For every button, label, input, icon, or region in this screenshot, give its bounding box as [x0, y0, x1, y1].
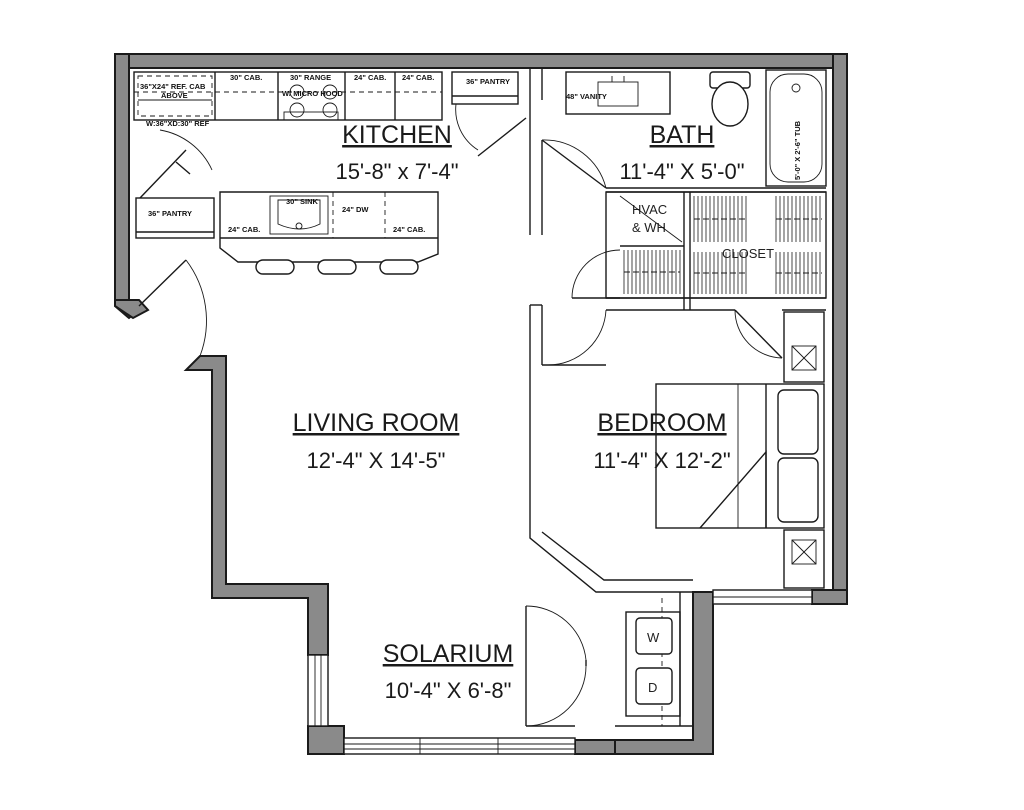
kitchen-name: KITCHEN	[342, 121, 452, 149]
island-cab-left-label: 24" CAB.	[228, 225, 260, 234]
solarium-french-doors[interactable]	[525, 605, 587, 727]
vanity-label: 48" VANITY	[566, 92, 607, 101]
entry-door[interactable]	[138, 259, 207, 357]
range-hood-label: W/ MICRO HOOD	[282, 89, 343, 98]
wh-label: & WH	[632, 220, 666, 235]
linen-closet-door[interactable]	[571, 249, 621, 299]
bath-name: BATH	[650, 121, 715, 149]
solarium-window-left	[307, 654, 329, 727]
solarium-name: SOLARIUM	[383, 640, 514, 668]
hvac-label: HVAC	[632, 202, 667, 217]
tub-label: 5'-0" X 2'-6" TUB	[793, 120, 802, 180]
kitchen-base-cabinets	[133, 71, 443, 121]
ref-cab-label: 36"X24" REF. CAB	[140, 82, 206, 91]
living-room-name: LIVING ROOM	[293, 409, 460, 437]
kitchen-island	[219, 191, 439, 275]
bath-door[interactable]	[541, 139, 607, 189]
pantry-left-label: 36" PANTRY	[148, 209, 192, 218]
solarium-dims: 10'-4" X 6'-8"	[385, 678, 512, 703]
pantry-top	[451, 71, 527, 157]
kitchen-dims: 15'-8" x 7'-4"	[335, 159, 458, 184]
sink-label: 30" SINK	[286, 197, 318, 206]
bathtub	[765, 69, 827, 187]
bedroom-door[interactable]	[542, 309, 607, 366]
interior-walls	[526, 68, 827, 727]
bedroom-window	[712, 589, 813, 605]
washer-label: W	[647, 630, 660, 645]
ref-cab-above-label: ABOVE	[161, 91, 188, 100]
bedroom-dims: 11'-4" X 12'-2"	[593, 448, 730, 473]
bed	[655, 383, 825, 529]
closet-shelves	[623, 196, 822, 294]
cab-24-label-a: 24" CAB.	[354, 73, 386, 82]
bedroom-name: BEDROOM	[597, 409, 726, 437]
living-room-dims: 12'-4" X 14'-5"	[307, 448, 446, 473]
solarium-window-bottom	[343, 737, 576, 755]
bath-vanity	[565, 71, 671, 115]
bedroom-nightstand-bottom	[783, 529, 825, 589]
closet-label: CLOSET	[722, 246, 774, 261]
refrigerator-label: W:36"XD:30" REF	[146, 119, 210, 128]
laundry-closet	[625, 598, 681, 726]
cab-24-label-b: 24" CAB.	[402, 73, 434, 82]
dishwasher-label: 24" DW	[342, 205, 369, 214]
bedroom-closet-door[interactable]	[734, 309, 783, 359]
island-cab-right-label: 24" CAB.	[393, 225, 425, 234]
cab-30-label: 30" CAB.	[230, 73, 262, 82]
toilet-icon	[709, 71, 751, 127]
dryer-label: D	[648, 680, 657, 695]
range-label: 30" RANGE	[290, 73, 331, 82]
pantry-left	[135, 129, 215, 239]
pantry-top-label: 36" PANTRY	[466, 77, 510, 86]
bath-dims: 11'-4" X 5'-0"	[619, 159, 744, 184]
bedroom-nightstand-top	[783, 311, 825, 383]
